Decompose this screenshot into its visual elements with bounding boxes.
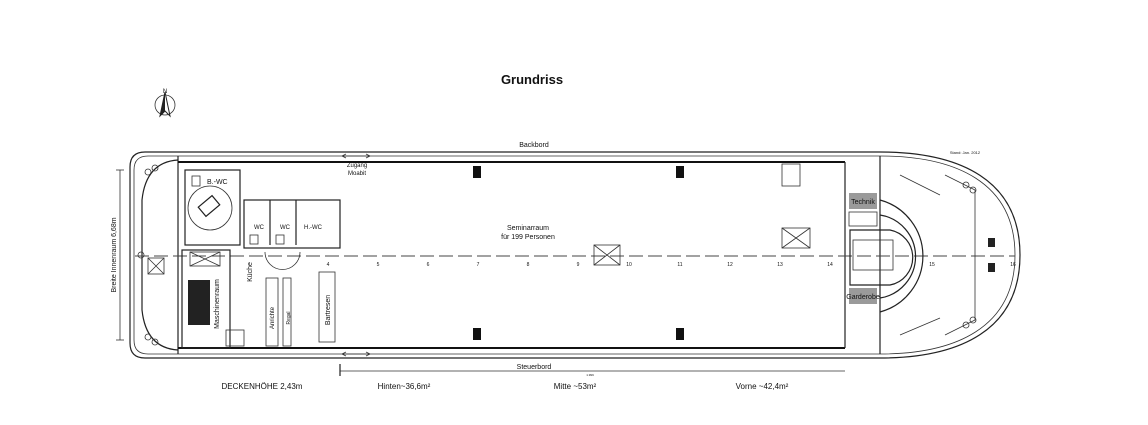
area-rear: Hinten~36,6m²: [378, 382, 431, 391]
length-dimension: Steuerbord 1.999: [339, 364, 845, 377]
axis-number: 8: [527, 262, 530, 268]
label-kueche: Küche: [247, 262, 254, 282]
label-anrichte: Anrichte: [270, 306, 276, 329]
label-maschinenraum: Maschinenraum: [214, 279, 221, 329]
service-area: Maschinenraum Küche Anrichte Regal Bartr…: [181, 249, 336, 349]
axis-number: 11: [677, 262, 682, 268]
label-garderobe: Garderobe: [846, 294, 880, 301]
compass-label: N: [163, 89, 167, 95]
axis-number: 12: [727, 262, 733, 268]
bow-area: Technik Garderobe: [846, 174, 995, 336]
axis-number: 16: [1010, 262, 1016, 268]
entrance-starboard: [341, 351, 371, 357]
area-front: Vorne ~42,4m²: [736, 382, 789, 391]
label-seminarraum: Seminarraum: [507, 225, 549, 232]
label-moabit: Moabit: [348, 171, 366, 177]
axis-number: 9: [577, 262, 580, 268]
label-wc-2: WC: [280, 225, 291, 231]
area-middle: Mitte ~53m²: [554, 382, 597, 391]
axis-number: 5: [377, 262, 380, 268]
label-steuerbord: Steuerbord: [517, 364, 552, 371]
length-value: 1.999: [586, 373, 594, 377]
hatch-openings: [593, 163, 811, 266]
entrance-port: Zugang Moabit: [341, 153, 371, 177]
label-b-wc: B.-WC: [207, 179, 228, 186]
axis-numbers: 4 5 6 7 8 9 10 11 12 13 14 15 16: [327, 262, 1016, 268]
label-breite: Breite Innenraum 6,68m: [111, 217, 118, 292]
axis-number: 4: [327, 262, 330, 268]
label-backbord: Backbord: [519, 142, 549, 149]
axis-number: 13: [777, 262, 783, 268]
axis-number: 7: [477, 262, 480, 268]
stand-date: Stand: Jan. 2012: [950, 150, 981, 155]
pillars: [473, 166, 684, 340]
label-technik: Technik: [851, 199, 875, 206]
axis-number: 6: [427, 262, 430, 268]
ceiling-height: DECKENHÖHE 2,43m: [222, 382, 303, 391]
axis-number: 15: [929, 262, 935, 268]
wc-block: B.-WC WC WC H.-WC: [184, 169, 341, 249]
label-regal: Regal: [286, 311, 292, 324]
label-personen: für 199 Personen: [501, 234, 555, 241]
plan-title: Grundriss: [501, 72, 563, 87]
axis-number: 14: [827, 262, 833, 268]
width-dimension: Breite Innenraum 6,68m: [111, 169, 124, 341]
label-h-wc: H.-WC: [304, 225, 323, 231]
hull-outline: [129, 151, 1021, 359]
label-bartresen: Bartresen: [325, 295, 332, 325]
compass-icon: N: [154, 89, 176, 118]
label-wc-1: WC: [254, 225, 265, 231]
axis-number: 10: [626, 262, 632, 268]
label-zugang: Zugang: [347, 163, 367, 169]
